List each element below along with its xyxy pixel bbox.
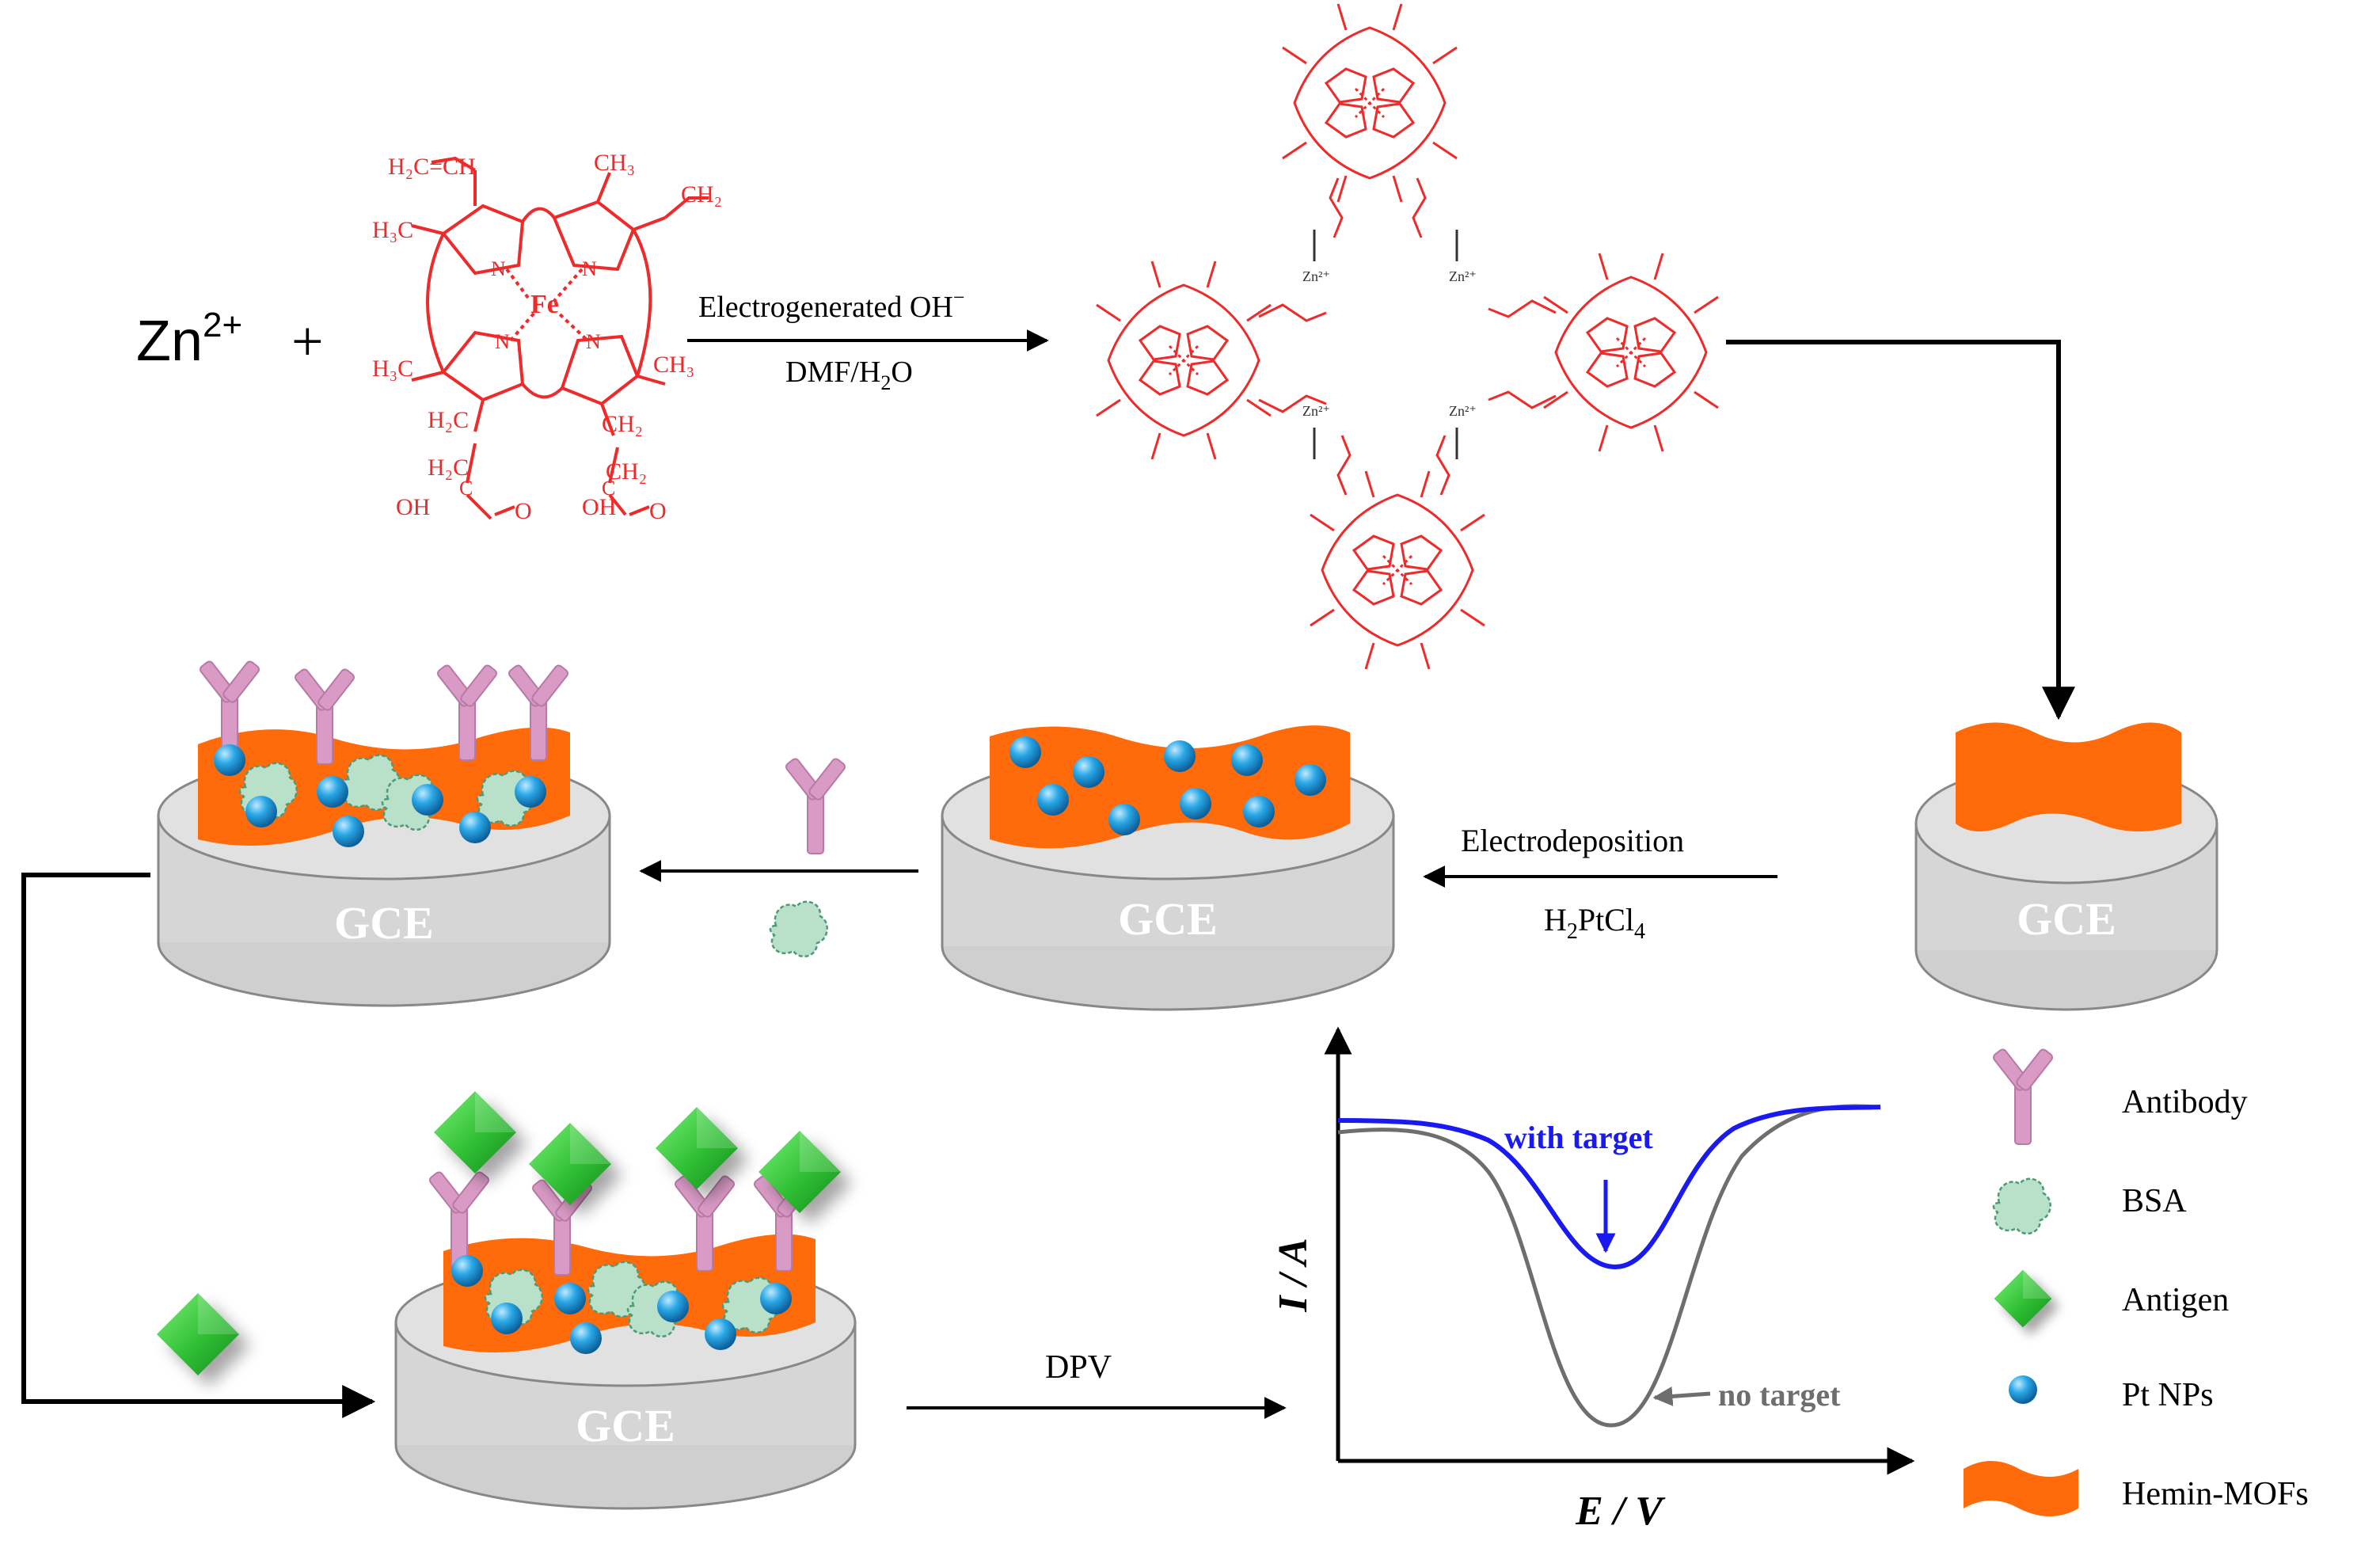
electrodeposition-label: Electrodeposition: [1461, 823, 1684, 858]
legend-item-antibody: Antibody: [1990, 1047, 2248, 1145]
svg-text:CH₂: CH₂: [681, 181, 722, 207]
svg-text:BSA: BSA: [2122, 1183, 2187, 1219]
hemin-mof-structure: Zn²⁺ Zn²⁺ Zn²⁺ Zn²⁺: [1095, 2, 1720, 671]
curve-with-target: [1337, 1105, 1881, 1270]
svg-text:H₂C: H₂C: [428, 455, 469, 481]
gce-label: GCE: [1118, 893, 1218, 945]
zn-node-3: Zn²⁺: [1302, 403, 1330, 419]
legend-item-mof: Hemin-MOFs: [1964, 1461, 2309, 1516]
dpv-label: DPV: [1045, 1349, 1112, 1386]
antibody-reagent-icon: [783, 756, 848, 854]
antibody-icon: [1990, 1047, 2055, 1145]
no-target-arrow: [1652, 1386, 1711, 1406]
hemin-labels: H₂C=CH CH₂ H₃C CH₃ H₃C CH₃ Fe N N N N H₂…: [372, 150, 722, 524]
dpv-arrow: DPV: [907, 1349, 1287, 1419]
y-axis-label: I / A: [1271, 1238, 1316, 1312]
svg-text:H₃C: H₃C: [372, 356, 413, 382]
zn-ion-label: Zn2+ +: [136, 306, 324, 373]
svg-text:H₂C: H₂C: [428, 407, 469, 433]
x-axis-label: E / V: [1575, 1489, 1666, 1534]
bsa-reagent-icon: [769, 900, 828, 958]
svg-text:N: N: [586, 330, 601, 353]
svg-text:O: O: [515, 498, 532, 524]
synthesis-arrow: Electrogenerated OH− DMF/H2O: [687, 286, 1049, 394]
svg-text:H₃C: H₃C: [372, 217, 413, 243]
electrode-antibody-bsa: GCE: [157, 659, 611, 1007]
dpv-plot: I / A E / V with target no target: [1271, 1026, 1915, 1534]
svg-text:Zn2+: Zn2+: [136, 306, 242, 373]
svg-text:OH: OH: [582, 494, 616, 520]
svg-text:OH: OH: [396, 494, 430, 520]
svg-text:CH₃: CH₃: [594, 150, 635, 176]
electrode-immunocomplex: GCE: [394, 1091, 857, 1510]
legend: Antibody BSA Antigen Pt NPs Hemin-MOFs: [1964, 1047, 2309, 1516]
svg-text:N: N: [491, 257, 506, 280]
arrow-label-bottom: DMF/H2O: [785, 356, 913, 394]
legend-item-bsa: BSA: [1992, 1177, 2187, 1235]
no-target-label: no target: [1718, 1377, 1841, 1413]
zn-node-2: Zn²⁺: [1449, 268, 1477, 284]
svg-text:Hemin-MOFs: Hemin-MOFs: [2122, 1476, 2309, 1512]
svg-text:Antigen: Antigen: [2122, 1282, 2229, 1318]
connector-arrow-left: [21, 873, 376, 1418]
electrode-mof: GCE: [1914, 722, 2218, 1011]
electrodeposition-arrow: Electrodeposition H2PtCl4: [1423, 823, 1777, 944]
zn-node-1: Zn²⁺: [1302, 268, 1330, 284]
antigen-reagent-icon: [157, 1293, 250, 1387]
svg-text:H₂C=CH: H₂C=CH: [388, 154, 476, 180]
electrode-mof-pt: GCE: [941, 725, 1395, 1011]
svg-text:CH₂: CH₂: [602, 411, 643, 437]
pt-np-icon: [2009, 1375, 2037, 1404]
hemin-mof-icon: [1964, 1461, 2078, 1516]
svg-text:CH₃: CH₃: [653, 352, 694, 378]
connector-arrow-right: [1726, 340, 2075, 721]
gce-label: GCE: [334, 897, 434, 949]
antigen-icon: [1994, 1270, 2060, 1336]
gce-label: GCE: [2017, 893, 2116, 945]
svg-text:Fe: Fe: [530, 290, 559, 319]
bsa-icon: [1992, 1177, 2051, 1235]
svg-text:O: O: [649, 498, 667, 524]
curve-no-target: [1337, 1104, 1877, 1428]
legend-item-pt: Pt NPs: [2009, 1375, 2214, 1413]
svg-text:CH₂: CH₂: [606, 458, 647, 485]
svg-text:Antibody: Antibody: [2122, 1084, 2248, 1120]
h2ptcl4-label: H2PtCl4: [1544, 902, 1645, 944]
immobilization-arrow: [639, 756, 918, 958]
hemin-molecule: [411, 156, 709, 520]
svg-text:Pt NPs: Pt NPs: [2122, 1377, 2214, 1413]
with-target-label: with target: [1504, 1120, 1653, 1155]
svg-text:N: N: [495, 330, 510, 353]
plus-sign: +: [291, 310, 324, 373]
gce-label: GCE: [576, 1400, 675, 1451]
legend-item-antigen: Antigen: [1994, 1270, 2229, 1336]
svg-text:C: C: [602, 477, 615, 500]
svg-text:C: C: [459, 477, 473, 500]
zn-node-4: Zn²⁺: [1449, 403, 1477, 419]
arrow-label-top: Electrogenerated OH−: [698, 286, 964, 324]
svg-text:N: N: [582, 257, 597, 280]
